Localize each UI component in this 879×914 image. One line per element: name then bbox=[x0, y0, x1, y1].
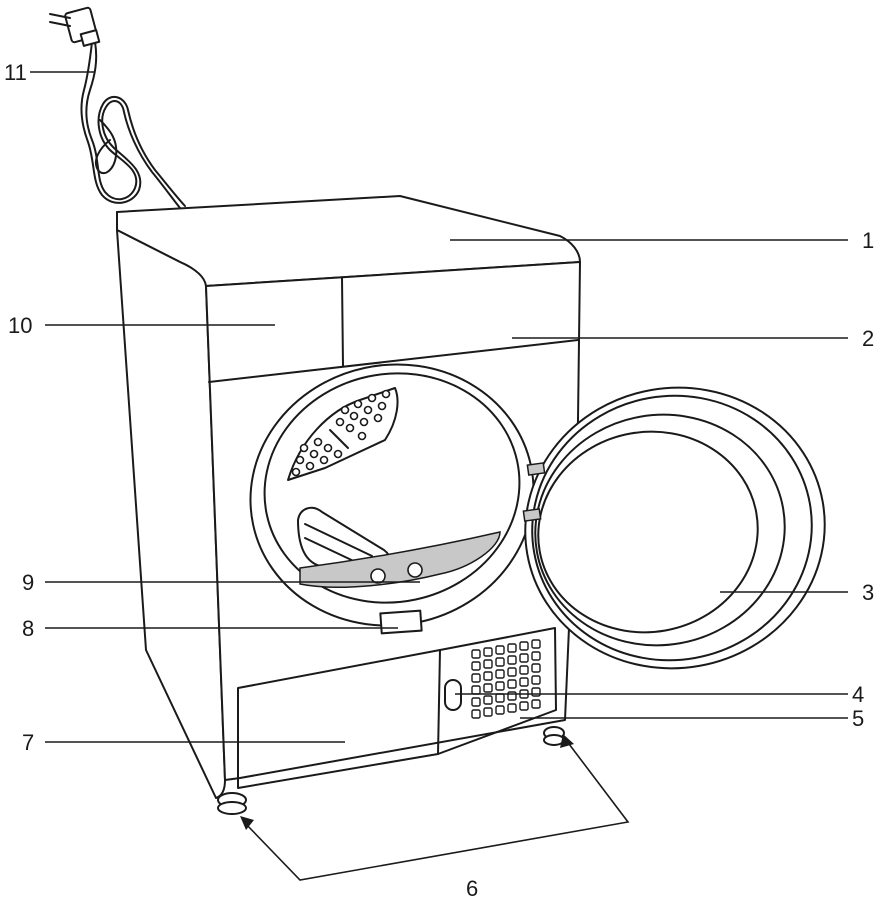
drum-perforation bbox=[291, 389, 391, 477]
callout-4: 4 bbox=[852, 682, 864, 707]
callout-11: 11 bbox=[4, 60, 27, 85]
power-cord bbox=[80, 41, 186, 209]
callout-1: 1 bbox=[862, 228, 874, 253]
vent-grille bbox=[471, 639, 541, 719]
leader-lines bbox=[30, 71, 848, 743]
lower-panel bbox=[237, 627, 557, 789]
feet-arrows bbox=[240, 734, 630, 881]
callout-6: 6 bbox=[466, 876, 478, 901]
plug-icon bbox=[49, 6, 101, 47]
callout-9: 9 bbox=[22, 570, 34, 595]
callout-5: 5 bbox=[852, 706, 864, 731]
callout-10: 10 bbox=[8, 313, 32, 338]
callout-3: 3 bbox=[862, 580, 874, 605]
filter bbox=[299, 531, 501, 588]
callout-2: 2 bbox=[862, 326, 874, 351]
callout-8: 8 bbox=[22, 616, 34, 641]
callout-7: 7 bbox=[22, 730, 34, 755]
callout-labels: 1 2 3 4 5 6 7 8 9 10 11 bbox=[4, 60, 874, 901]
door bbox=[522, 386, 826, 670]
door-sensor bbox=[379, 609, 423, 635]
